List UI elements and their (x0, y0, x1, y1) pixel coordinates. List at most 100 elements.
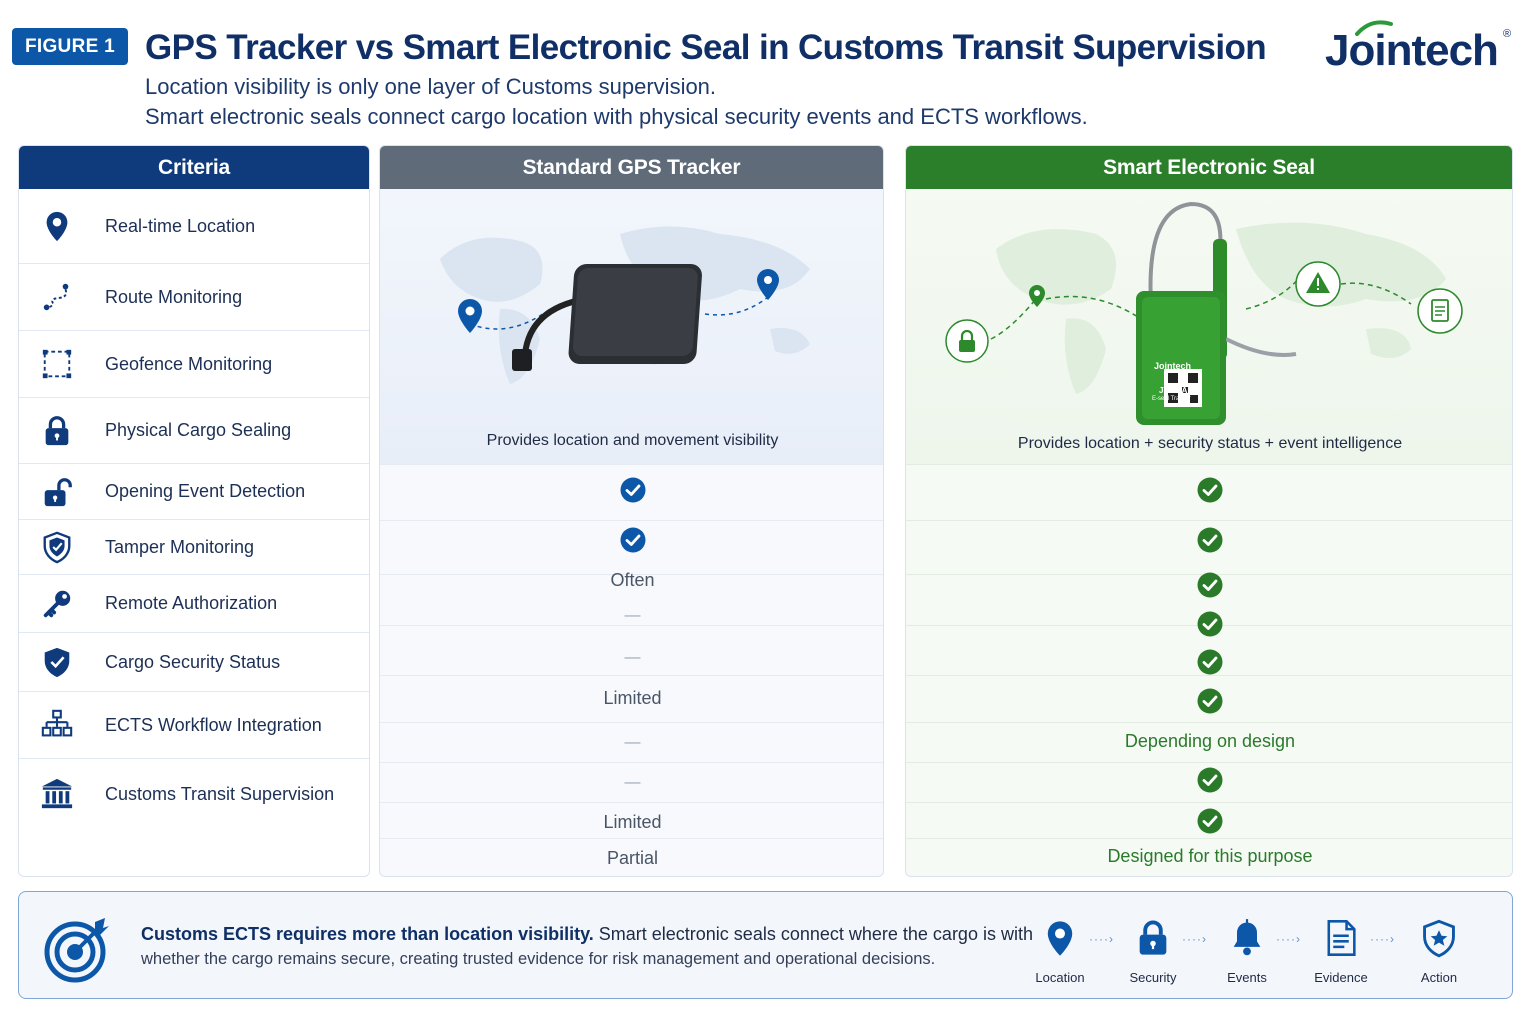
device-sub-label: E-seal Tracker (1152, 396, 1191, 402)
value-cell (380, 476, 883, 504)
flow-step-label: Action (1420, 970, 1458, 985)
row-divider (380, 625, 883, 626)
criteria-label: Opening Event Detection (105, 481, 306, 501)
dash-value: — (624, 607, 641, 624)
map-pin-left-icon (458, 299, 482, 333)
flow-step: Events (1212, 916, 1282, 985)
value-cell: Depending on design (906, 727, 1512, 755)
value-cell: Designed for this purpose (906, 842, 1512, 870)
criteria-row: Real-time Location (19, 189, 369, 264)
route-icon (39, 279, 75, 315)
dash-value: — (624, 774, 641, 791)
value-cell (906, 807, 1512, 835)
criteria-label: Real-time Location (105, 215, 256, 236)
flow-step-label: Events (1227, 970, 1267, 985)
criteria-row: Tamper Monitoring (19, 520, 369, 575)
seal-map-pin-icon (1029, 285, 1045, 307)
value-cell: Partial (380, 844, 883, 872)
text-value: Limited (603, 687, 662, 708)
value-cell (906, 766, 1512, 794)
gps-tracker-header: Standard GPS Tracker (380, 146, 883, 189)
flow-step-label: Location (1035, 970, 1085, 985)
bell-icon (1212, 916, 1282, 960)
criteria-row: ECTS Workflow Integration (19, 692, 369, 759)
flow-step: Security (1118, 916, 1188, 985)
device-brand-label: Jointech (1154, 361, 1192, 371)
value-cell: Limited (380, 808, 883, 836)
text-value: Partial (606, 847, 659, 868)
value-cell (906, 526, 1512, 554)
flow-step: Evidence (1306, 916, 1376, 985)
check-icon (1197, 527, 1223, 553)
row-divider (906, 464, 1512, 465)
document-circle-icon (1417, 288, 1463, 334)
row-divider (906, 722, 1512, 723)
dash-value: — (624, 649, 641, 666)
check-icon (1197, 767, 1223, 793)
check-icon (620, 527, 646, 553)
smart-seal-header: Smart Electronic Seal (906, 146, 1512, 189)
check-icon (1197, 611, 1223, 637)
check-icon (1197, 808, 1223, 834)
lock-icon (39, 413, 75, 449)
seal-illustration: Jointech JT707A E-seal Tracker Provides … (906, 189, 1512, 464)
row-divider (906, 520, 1512, 521)
document-icon (1306, 916, 1376, 960)
value-cell (906, 610, 1512, 638)
gps-caption: Provides location and movement visibilit… (486, 432, 779, 449)
seal-map-illustration (945, 201, 1463, 425)
unlock-icon (39, 474, 75, 510)
value-cell (906, 571, 1512, 599)
flow-arrow-icon: ····› (1276, 932, 1301, 946)
row-divider (906, 838, 1512, 839)
shield-check-icon (39, 644, 75, 680)
flow-step: Location (1025, 916, 1095, 985)
row-divider (906, 802, 1512, 803)
page-title: GPS Tracker vs Smart Electronic Seal in … (145, 28, 1267, 67)
criteria-row: Remote Authorization (19, 575, 369, 633)
criteria-label: Cargo Security Status (105, 651, 281, 672)
criteria-row: Geofence Monitoring (19, 331, 369, 398)
value-cell (906, 648, 1512, 676)
target-icon (44, 918, 109, 983)
seal-lock-circle-icon (945, 319, 989, 363)
check-icon (1197, 572, 1223, 598)
row-divider (380, 722, 883, 723)
dash-value: — (624, 734, 641, 751)
criteria-row: Opening Event Detection (19, 464, 369, 520)
shield-icon (39, 529, 75, 565)
value-cell: — (380, 729, 883, 757)
flow-arrow-icon: ····› (1182, 932, 1207, 946)
row-divider (380, 464, 883, 465)
text-value: Limited (603, 811, 662, 832)
check-icon (1197, 688, 1223, 714)
criteria-label: Remote Authorization (105, 593, 278, 613)
brand-swoosh-icon (1355, 20, 1393, 36)
gps-illustration: Provides location and movement visibilit… (380, 189, 883, 464)
row-divider (380, 574, 883, 575)
warning-circle-icon (1295, 261, 1341, 307)
brand-logo: Jointech ® (1325, 20, 1515, 75)
row-divider (906, 762, 1512, 763)
flow-step-label: Evidence (1314, 970, 1368, 985)
value-cell (906, 687, 1512, 715)
flow-step: Action (1404, 916, 1474, 985)
footer-line-2: whether the cargo remains secure, creati… (141, 950, 936, 968)
text-value: Depending on design (1124, 730, 1296, 751)
check-icon (1197, 477, 1223, 503)
row-divider (380, 802, 883, 803)
gps-tracker-panel: Standard GPS Tracker (379, 145, 884, 877)
criteria-row: Cargo Security Status (19, 633, 369, 692)
lock-icon (1118, 916, 1188, 960)
flow-arrow-icon: ····› (1370, 932, 1395, 946)
criteria-row: Route Monitoring (19, 264, 369, 331)
flow-step-label: Security (1129, 970, 1177, 985)
shield-star-icon (1404, 916, 1474, 960)
criteria-row: Physical Cargo Sealing (19, 398, 369, 464)
row-divider (906, 675, 1512, 676)
geofence-icon (39, 346, 75, 382)
row-divider (380, 762, 883, 763)
check-icon (1197, 649, 1223, 675)
footer-line-1-rest: Smart electronic seals connect where the… (593, 924, 1033, 944)
text-value: Designed for this purpose (1107, 845, 1313, 866)
